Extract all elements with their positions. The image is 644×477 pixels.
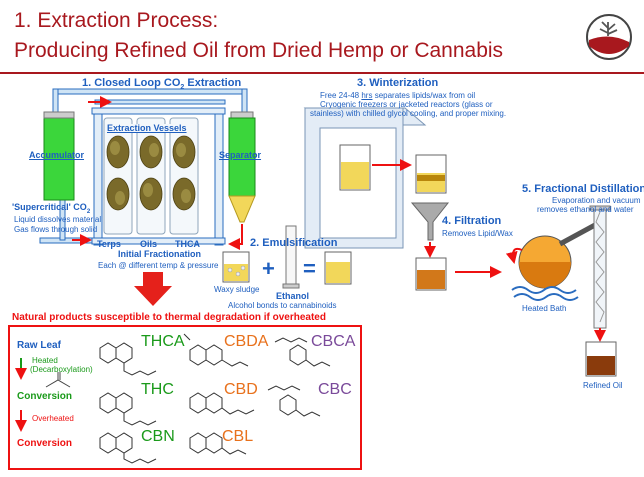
refined-oil-beaker [585,341,617,377]
page-title-line-1: 1. Extraction Process: [14,9,219,32]
overheated-label: Overheated [32,414,74,423]
heated-label: Heated [32,356,58,365]
alcohol-bonds-label: Alcohol bonds to cannabinoids [228,301,337,310]
each-temp-label: Each @ different temp & pressure [98,261,219,270]
filtration-title: 4. Filtration [442,215,502,227]
accumulator-tank [43,116,75,201]
co2-molecule-icon [45,372,71,388]
compound-cbl: CBL [222,428,254,445]
logo-icon [586,14,632,60]
distillation-title: 5. Fractional Distillation [522,183,644,195]
extraction-vessel-tubes [103,117,199,235]
co2-loop-pipes [39,88,248,244]
separator-label: Separator [219,150,262,160]
waxy-sludge-beaker [222,251,250,283]
cbl-molecule [189,432,247,455]
terps-label: Terps [97,239,121,249]
accumulator-label: Accumulator [29,150,85,160]
compound-cbd: CBD [224,381,258,398]
plus-sign: + [262,256,275,281]
degradation-box [8,325,362,470]
compound-cbda: CBDA [224,333,269,350]
gas-flows-label: Gas flows through solid [14,225,98,234]
degradation-down-arrow [134,272,172,306]
dissolves-label: Liquid dissolves material [14,215,102,224]
waxy-sludge-label: Waxy sludge [214,285,260,294]
molecule-structures [99,333,331,464]
decarboxylation-label: (Decarboxylation) [30,365,93,374]
compound-cbn: CBN [141,428,175,445]
emulsification-title: 2. Emulsification [250,237,338,249]
cbda-molecule [183,333,249,367]
accumulator-cap [43,111,75,119]
degradation-heading: Natural products susceptible to thermal … [12,312,326,323]
distillation-line-2: removes ethanol and water [537,205,634,214]
compound-cbc: CBC [318,381,352,398]
winterization-freezer [303,107,427,249]
compound-thca: THCA [141,333,185,350]
oils-label: Oils [140,239,158,249]
filtered-beaker [415,257,447,291]
distillation-flask [518,222,597,289]
thc-molecule [99,392,157,426]
page-title-line-2: Producing Refined Oil from Dried Hemp or… [14,39,504,62]
filtration-removes-label: Removes Lipid/Wax [442,229,513,238]
supercritical-label: 'Supercritical' CO2 [12,202,91,215]
heated-bath [511,286,579,301]
extraction-title: 1. Closed Loop CO2 Extraction [82,77,242,92]
compound-thc: THC [141,381,174,398]
filter-funnel [410,202,450,241]
thca-fraction-label: THCA [175,239,200,249]
separator-tank [228,117,256,197]
heated-bath-label: Heated Bath [522,304,567,313]
winterization-line-3: stainless) with chilled glycol cooling, … [310,109,507,118]
equals-sign: = [303,256,316,281]
thca-molecule [99,342,157,376]
ethanol-cylinder [282,225,300,289]
cbc-molecule [267,385,321,417]
header-divider [0,72,644,74]
raw-leaf-label: Raw Leaf [17,340,61,351]
extraction-vessels-frame [91,107,226,246]
emulsion-beaker [324,251,352,285]
distillation-line-1: Evaporation and vacuum [552,196,641,205]
cbca-molecule [274,337,331,367]
separator-cone [228,195,256,223]
cbd-molecule [189,392,255,415]
compound-cbca: CBCA [311,333,356,350]
heat-circulation-arrow [505,247,523,264]
initial-fractionation-label: Initial Fractionation [118,249,202,259]
cbn-molecule [99,432,157,464]
refined-oil-label: Refined Oil [583,381,623,390]
ethanol-label: Ethanol [276,291,309,301]
winterization-line-2: Cryogenic freezers or jacketed reactors … [320,100,493,109]
separated-beaker [415,154,447,194]
separator-drain-arrow [228,224,243,250]
conversion-label-1: Conversion [17,391,73,402]
extraction-vessels-label: Extraction Vessels [107,123,187,133]
conversion-label-2: Conversion [17,438,73,449]
winterization-title: 3. Winterization [357,77,439,89]
winterization-line-1: Free 24-48 hrs separates lipids/wax from… [320,91,476,100]
